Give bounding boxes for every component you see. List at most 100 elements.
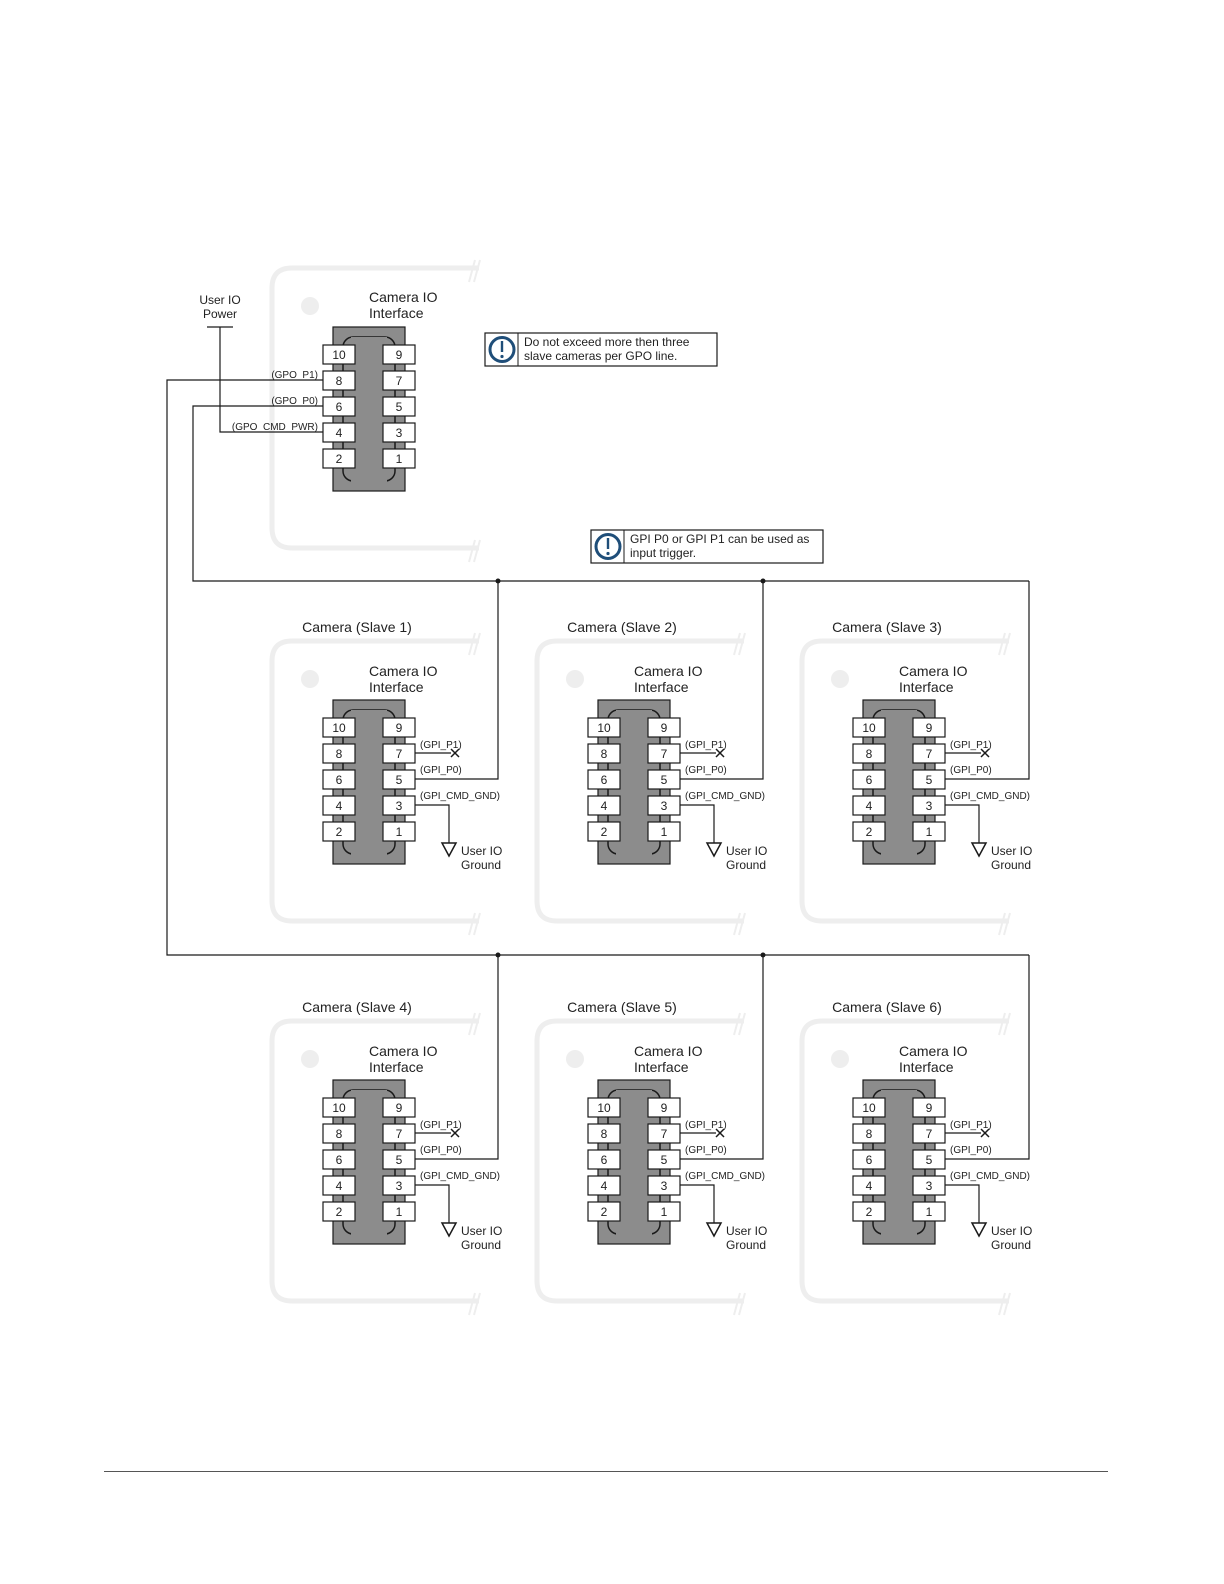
pin-box [322, 448, 356, 469]
camera-housings [269, 259, 1011, 1316]
break-mark-icon [738, 1012, 746, 1036]
signal-label: (GPI_P1) [685, 1120, 727, 1131]
pin-number: 10 [862, 721, 876, 735]
pin-number: 10 [332, 1101, 346, 1115]
break-mark-icon [473, 539, 481, 563]
interface-label: Camera IO [634, 663, 703, 679]
break-mark-icon [468, 1292, 476, 1316]
signal-label: (GPI_CMD_GND) [420, 791, 500, 802]
gpi-p0-wire [415, 955, 499, 1160]
pin-box [912, 717, 946, 738]
break-mark-icon [473, 259, 481, 283]
power-label: Power [203, 307, 237, 321]
housing-outline [269, 265, 479, 551]
pin-box [852, 795, 886, 816]
interface-label: Camera IO [899, 663, 968, 679]
break-mark-icon [998, 1012, 1006, 1036]
pin-box [382, 1097, 416, 1118]
pin-box [852, 1097, 886, 1118]
pin-number: 8 [336, 1127, 343, 1141]
note-text: GPI P0 or GPI P1 can be used as [630, 532, 809, 546]
ground-wire [945, 1184, 980, 1223]
interface-label: Interface [634, 1059, 689, 1075]
pin-box [382, 743, 416, 764]
pin-box [587, 743, 621, 764]
housing-outline [269, 1018, 479, 1304]
pin-box [647, 717, 681, 738]
pin-number: 3 [926, 799, 933, 813]
pin-number: 6 [336, 400, 343, 414]
ground-icon [705, 842, 723, 858]
warning-icon-dot [500, 354, 504, 359]
pin-number: 4 [866, 1179, 873, 1193]
pin-number: 1 [661, 825, 668, 839]
pin-box [852, 1123, 886, 1144]
ground-label: User IO [726, 1224, 767, 1238]
pin-number: 5 [396, 773, 403, 787]
pin-box [912, 1175, 946, 1196]
pin-box [647, 1149, 681, 1170]
break-mark-icon [468, 912, 476, 936]
signal-label: (GPI_P1) [950, 740, 992, 751]
pin-box [382, 1123, 416, 1144]
camera-housing [799, 1012, 1011, 1316]
pin-number: 4 [601, 1179, 608, 1193]
no-connect-icon [450, 748, 460, 758]
break-mark-icon [473, 1292, 481, 1316]
pin-number: 6 [601, 773, 608, 787]
pin-number: 6 [336, 1153, 343, 1167]
slave-camera-title: Camera (Slave 4) [302, 999, 412, 1015]
break-mark-icon [473, 1012, 481, 1036]
break-mark-icon [998, 632, 1006, 656]
housing-indicator-icon [301, 670, 319, 688]
housing-outline [799, 1018, 1009, 1304]
camera-housing [799, 632, 1011, 936]
break-mark-icon [468, 259, 476, 283]
interface-label: Camera IO [369, 1043, 438, 1059]
pin-box [852, 1201, 886, 1222]
note-text: Do not exceed more then three [524, 335, 690, 349]
pin-box [322, 717, 356, 738]
ground-label: User IO [991, 844, 1032, 858]
ground-icon [440, 842, 458, 858]
pin-number: 10 [862, 1101, 876, 1115]
pin-box [382, 1201, 416, 1222]
pin-box [587, 1123, 621, 1144]
signal-label: (GPI_P1) [420, 1120, 462, 1131]
warning-icon-bar [606, 538, 610, 549]
pin-number: 10 [332, 721, 346, 735]
pin-number: 2 [601, 1205, 608, 1219]
warning-icon-bar [500, 341, 504, 352]
pin-box [912, 743, 946, 764]
signal-label: (GPI_CMD_GND) [950, 1171, 1030, 1182]
housing-indicator-icon [831, 1050, 849, 1068]
ground-label: Ground [461, 858, 501, 872]
housing-outline [534, 638, 744, 924]
interface-label: Interface [634, 679, 689, 695]
pin-number: 5 [661, 1153, 668, 1167]
break-mark-icon [733, 1012, 741, 1036]
pin-box [587, 1097, 621, 1118]
pin-number: 8 [601, 1127, 608, 1141]
pin-box [912, 1097, 946, 1118]
pin-box [587, 821, 621, 842]
interface-label: Camera IO [369, 289, 438, 305]
housing-outline [534, 1018, 744, 1304]
ground-wire [415, 1184, 450, 1223]
pin-box [912, 1149, 946, 1170]
signal-label: (GPI_CMD_GND) [420, 1171, 500, 1182]
camera-housing [269, 632, 481, 936]
camera-housing [534, 632, 746, 936]
connector-insert [351, 710, 387, 860]
pin-box [647, 821, 681, 842]
slave-camera-title: Camera (Slave 6) [832, 999, 942, 1015]
break-mark-icon [1003, 1292, 1011, 1316]
pin-box [322, 769, 356, 790]
break-mark-icon [473, 912, 481, 936]
signal-label: (GPI_P1) [420, 740, 462, 751]
